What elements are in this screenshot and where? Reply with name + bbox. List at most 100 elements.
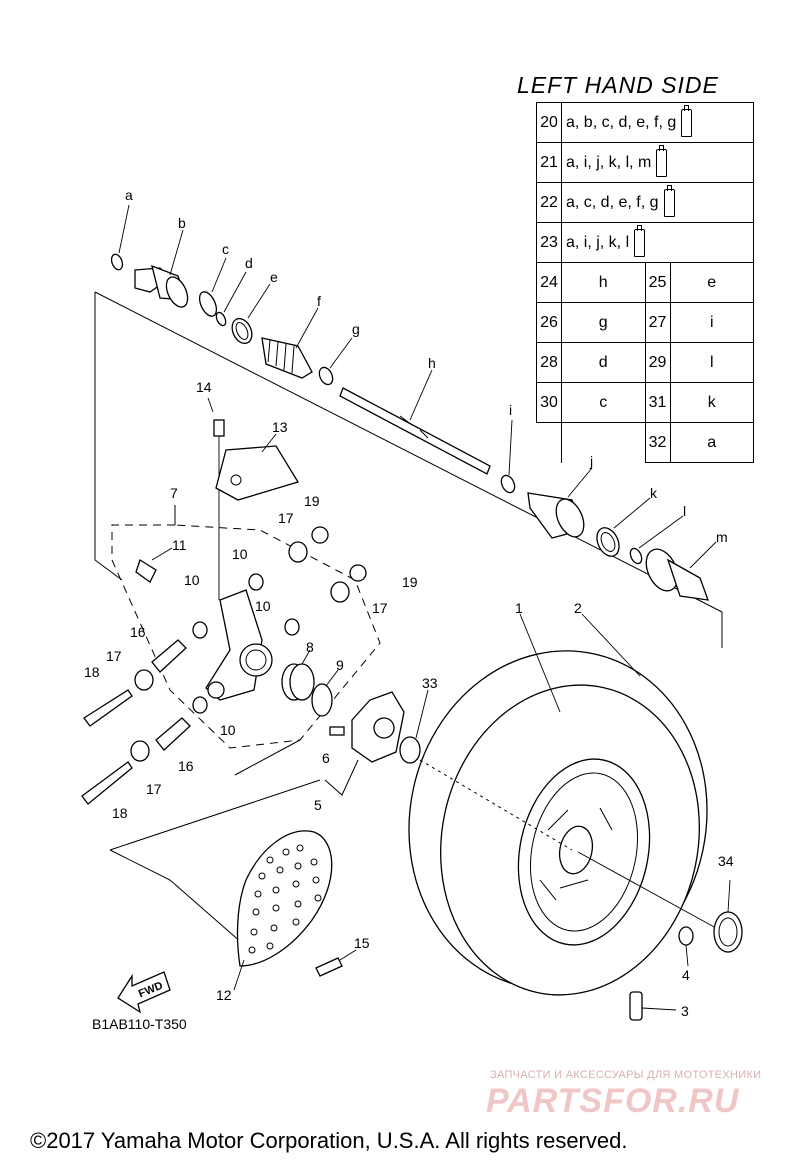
letter-l: l [683, 503, 686, 519]
kit-right-number: 32 [644, 422, 671, 463]
collars-16 [151, 639, 191, 751]
boot-band-i [500, 419, 516, 494]
ring-c [198, 257, 227, 317]
grease-tube-icon [634, 224, 646, 257]
lug-nut-4 [678, 926, 694, 967]
label-10c: 10 [255, 598, 271, 614]
cv-joint-inner-m [645, 541, 717, 601]
boot-band-k [596, 497, 651, 557]
kit-left-number: 28 [536, 342, 562, 383]
label-3: 3 [681, 1003, 689, 1019]
bracket-13 [215, 433, 299, 501]
letter-f: f [317, 293, 321, 309]
label-33: 33 [422, 675, 438, 691]
bushings-17 [130, 541, 350, 762]
letter-b: b [178, 215, 186, 231]
watermark-logo: PARTSFOR.RU [486, 1082, 740, 1120]
circlip-l [629, 515, 684, 565]
grease-tube-icon [656, 144, 668, 177]
lubricant-row-value: a, i, j, k, l [561, 222, 754, 263]
letter-j: j [589, 453, 593, 469]
label-34: 34 [718, 853, 734, 869]
bolt-14 [207, 397, 225, 600]
label-14: 14 [196, 379, 212, 395]
label-10d: 10 [220, 722, 236, 738]
watermark-tagline: ЗАПЧАСТИ И АКСЕССУАРЫ ДЛЯ МОТОТЕХНИКИ [490, 1069, 762, 1081]
label-11: 11 [172, 537, 187, 553]
kit-left-number [536, 422, 562, 463]
lubricant-parts: a, b, c, d, e, f, g [566, 113, 677, 131]
hub-cap-34 [713, 879, 743, 953]
boot-band-g [318, 337, 353, 386]
cv-boot-f [261, 307, 319, 379]
copyright-notice: ©2017 Yamaha Motor Corporation, U.S.A. A… [30, 1128, 628, 1153]
wheel-hub-5 [324, 691, 405, 796]
part-number-labels: 1 2 3 4 5 6 7 8 9 10 10 10 10 11 12 13 1… [84, 379, 734, 1019]
lubricant-parts: a, i, j, k, l, m [566, 153, 652, 171]
label-15: 15 [354, 935, 370, 951]
screw-15 [315, 949, 357, 977]
label-6: 6 [322, 750, 330, 766]
circlip-9 [311, 669, 339, 717]
kit-left-value: d [561, 342, 646, 383]
label-13: 13 [272, 419, 288, 435]
kit-right-value: l [669, 342, 754, 383]
circlip-d [215, 271, 247, 327]
fwd-arrow-icon [117, 971, 171, 1014]
letter-h: h [428, 355, 436, 371]
kit-left-value [561, 422, 646, 463]
kit-right-value: a [669, 422, 754, 463]
letter-m: m [716, 529, 728, 545]
label-10b: 10 [184, 572, 200, 588]
lubricant-parts: a, i, j, k, l [566, 233, 630, 251]
label-9: 9 [336, 657, 344, 673]
knuckle-assembly-frame [111, 505, 381, 776]
lubricant-parts: a, c, d, e, f, g [566, 193, 659, 211]
letter-d: d [245, 255, 253, 271]
lubricant-row-number: 22 [536, 182, 562, 223]
label-2: 2 [574, 600, 582, 616]
axle-centerline [419, 759, 573, 851]
wheel-assembly [408, 613, 708, 996]
lubricant-row-value: a, b, c, d, e, f, g [561, 102, 754, 143]
kit-left-value: g [561, 302, 646, 343]
cv-boot-j [527, 467, 593, 539]
label-19a: 19 [304, 493, 320, 509]
table-title: LEFT HAND SIDE [517, 72, 719, 98]
kit-left-number: 26 [536, 302, 562, 343]
kit-left-number: 24 [536, 262, 562, 303]
spacers-10 [192, 573, 300, 714]
letter-e: e [270, 269, 278, 285]
steering-knuckle [205, 589, 273, 701]
kit-right-number: 27 [644, 302, 671, 343]
grease-tube-icon [681, 104, 693, 137]
grease-nipple-11 [135, 547, 173, 583]
label-1: 1 [515, 600, 523, 616]
diagram-code: B1AB110-T350 [92, 1016, 187, 1032]
letter-c: c [222, 241, 229, 257]
label-4: 4 [682, 967, 690, 983]
drive-shaft-h [339, 369, 491, 475]
letter-i: i [509, 402, 512, 418]
label-17d: 17 [146, 781, 162, 797]
label-17b: 17 [372, 600, 388, 616]
kit-right-value: e [669, 262, 754, 303]
letter-g: g [352, 321, 360, 337]
lubricant-row-number: 20 [536, 102, 562, 143]
cv-joint-outer-b [134, 229, 189, 308]
hub-frame [109, 779, 321, 951]
letter-a: a [125, 187, 133, 203]
kit-left-value: c [561, 382, 646, 423]
shaft-assembly-frame [94, 291, 723, 648]
boot-band-e [231, 283, 271, 345]
circlip-a [110, 204, 130, 271]
label-17c: 17 [106, 648, 122, 664]
letter-k: k [650, 485, 658, 501]
kit-right-number: 31 [644, 382, 671, 423]
